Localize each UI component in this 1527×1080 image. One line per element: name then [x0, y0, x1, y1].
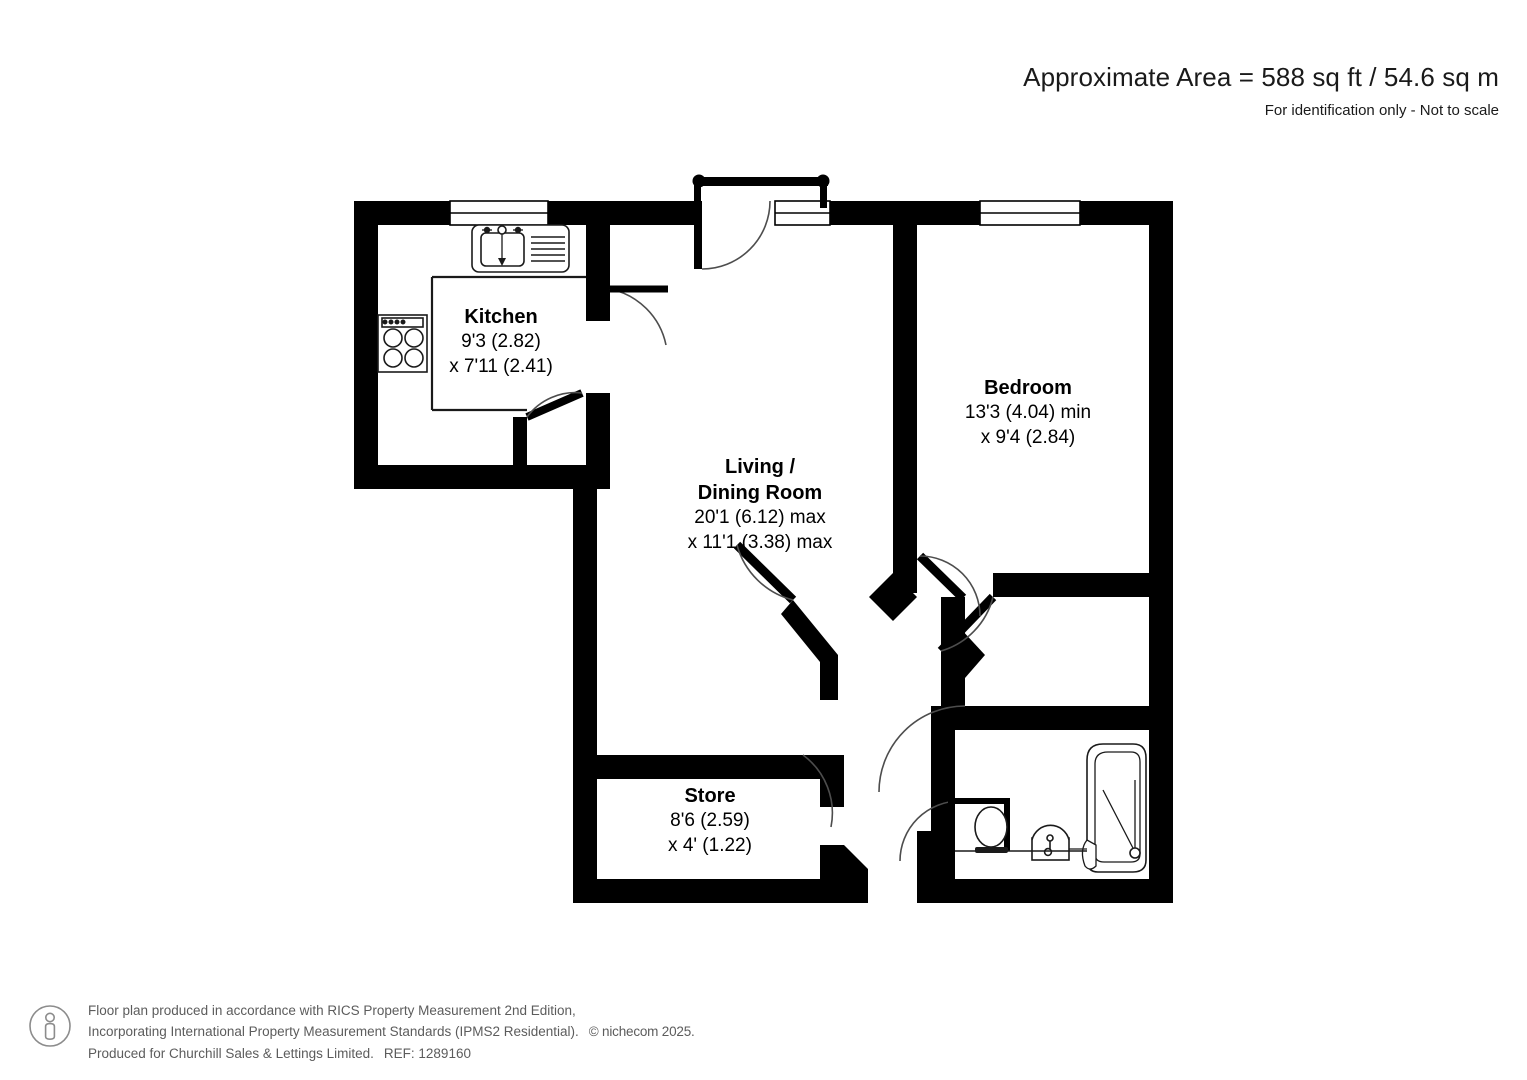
wall-right-outer: [1149, 201, 1173, 903]
floor-plan-drawing: [354, 174, 1173, 903]
room-dim-kitchen-2: x 7'11 (2.41): [449, 355, 553, 377]
entrance-canopy: [692, 174, 830, 208]
wall-kitchen-right-lower: [586, 393, 610, 489]
wall-bottom-left: [573, 879, 868, 903]
footer-line-3: Produced for Churchill Sales & Lettings …: [88, 1043, 695, 1064]
room-dim-bedroom-2: x 9'4 (2.84): [980, 426, 1076, 448]
wall-bedroom-left: [893, 201, 917, 593]
door-entrance: [694, 200, 771, 270]
sink-icon: [471, 224, 570, 273]
door-bedroom-swing-upper: [916, 552, 981, 617]
wall-kitchen-stub: [513, 417, 527, 467]
room-dim-bedroom-1: 13'3 (4.04) min: [964, 402, 1092, 423]
wall-bedroom-door-jamb: [993, 573, 1020, 597]
basin-icon: [1031, 824, 1070, 861]
wall-living-left-upper: [573, 465, 597, 755]
room-dim-living-2: x 11'1 (3.38) max: [687, 531, 833, 553]
room-label-kitchen: Kitchen 9'3 (2.82) x 7'11 (2.41): [387, 304, 615, 379]
wall-bathroom-top: [955, 706, 1173, 730]
wall-kitchen-right-upper: [586, 201, 610, 321]
hob-icon: [377, 314, 428, 373]
room-dim-store-2: x 4' (1.22): [668, 834, 752, 856]
wall-hall-right-stub: [941, 651, 965, 709]
approximate-area-text: Approximate Area = 588 sq ft / 54.6 sq m: [1023, 62, 1499, 92]
room-name-kitchen: Kitchen: [464, 306, 538, 328]
room-name-living-2: Dining Room: [697, 482, 823, 504]
plan-footer: Floor plan produced in accordance with R…: [28, 1000, 695, 1064]
room-name-bedroom: Bedroom: [984, 377, 1072, 399]
plan-header: Approximate Area = 588 sq ft / 54.6 sq m…: [1023, 62, 1499, 119]
wall-bedroom-bottom: [1020, 573, 1173, 597]
wall-living-left-lower: [573, 755, 597, 903]
footer-line-2-standards: Incorporating International Property Mea…: [88, 1024, 579, 1040]
person-info-icon: [29, 1005, 71, 1047]
bath-icon: [1069, 743, 1147, 873]
toilet-icon: [974, 806, 1008, 853]
footer-produced-for: Produced for Churchill Sales & Lettings …: [88, 1045, 374, 1061]
wall-store-top: [597, 755, 831, 779]
window-kitchen: [449, 200, 549, 226]
wall-bathroom-left: [931, 706, 955, 831]
door-kitchen-lower: [525, 389, 584, 421]
room-dim-living-1: 20'1 (6.12) max: [694, 507, 826, 528]
room-name-living-1: Living /: [725, 456, 795, 478]
floor-plan-canvas: [354, 174, 1173, 903]
door-kitchen-upper: [609, 285, 668, 346]
wall-top-left-b: [548, 201, 694, 225]
room-name-store: Store: [684, 785, 736, 807]
doors-group: [525, 200, 1010, 862]
room-dim-kitchen-1: 9'3 (2.82): [461, 331, 541, 352]
wall-store-corner-lower: [844, 845, 868, 903]
footer-copyright: © nichecom 2025.: [588, 1024, 695, 1040]
room-dim-store-1: 8'6 (2.59): [670, 810, 750, 831]
door-store: [802, 754, 834, 828]
footer-line-2: Incorporating International Property Mea…: [88, 1021, 695, 1042]
wall-bottom-right: [917, 879, 1173, 903]
identification-note-text: For identification only - Not to scale: [1264, 102, 1499, 119]
room-label-living-dining: Living / Dining Room 20'1 (6.12) max x 1…: [640, 454, 880, 555]
windows-group: [449, 200, 1081, 226]
room-label-store: Store 8'6 (2.59) x 4' (1.22): [620, 783, 800, 858]
footer-reference: REF: 1289160: [383, 1045, 471, 1061]
wall-bathroom-corner-lower: [917, 831, 941, 903]
wall-store-right-upper: [820, 755, 844, 807]
wall-store-right-lower: [820, 845, 844, 903]
wall-left-outer: [354, 201, 378, 489]
bathroom-fixtures: [955, 743, 1147, 873]
wall-kitchen-bottom: [354, 465, 586, 489]
door-living: [733, 541, 797, 604]
room-label-bedroom: Bedroom 13'3 (4.04) min x 9'4 (2.84): [920, 375, 1136, 450]
footer-line-1: Floor plan produced in accordance with R…: [88, 1003, 576, 1018]
footer-disclaimer-text: Floor plan produced in accordance with R…: [88, 1000, 695, 1064]
wall-hall-pivot-left: [869, 573, 917, 621]
door-bedroom: [937, 593, 997, 655]
wall-hall-diagonal-left: [781, 600, 838, 700]
kitchen-worktop-outline: [430, 275, 586, 412]
window-bedroom: [979, 200, 1081, 226]
kitchen-fixtures: [377, 224, 586, 412]
